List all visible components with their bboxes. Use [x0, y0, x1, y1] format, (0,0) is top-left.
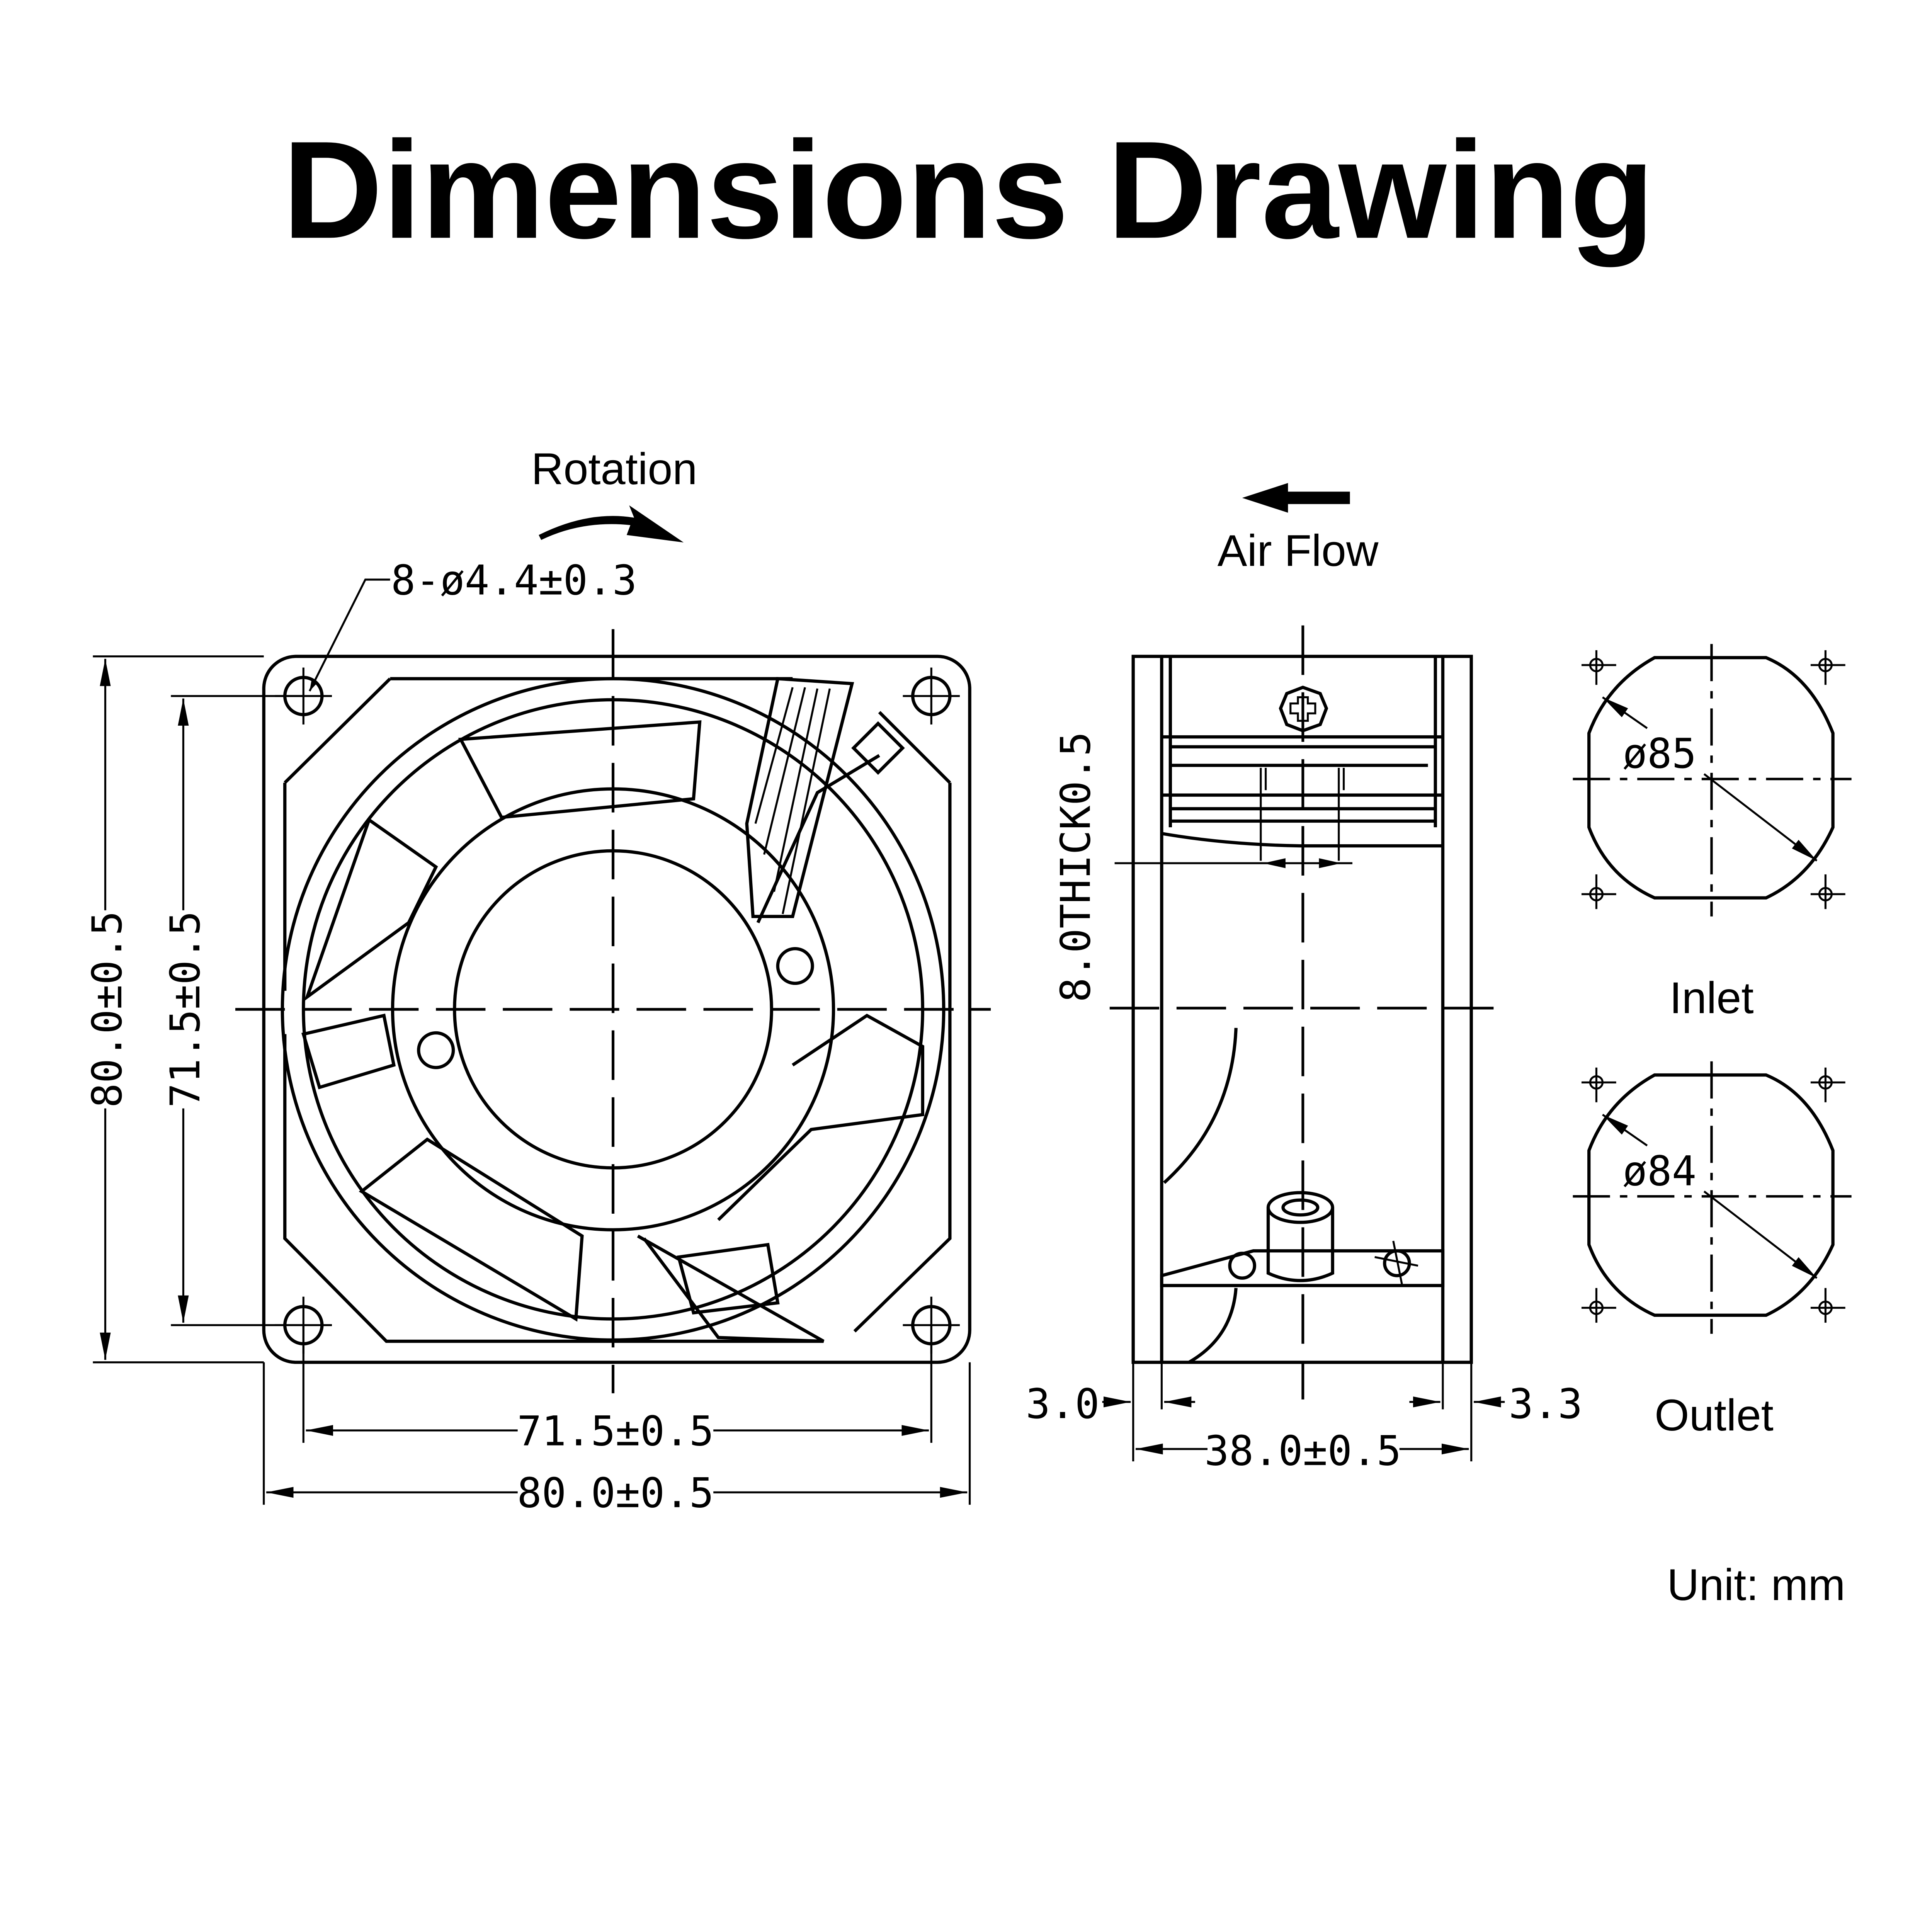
rotation-arrow-icon — [539, 505, 684, 543]
side-view: Air Flow 8.0THICK0.5 3.0 3.3 38.0±0.5 — [1026, 483, 1583, 1475]
outlet-view: ø84 Outlet — [1573, 1061, 1852, 1440]
bushing — [1266, 1208, 1334, 1282]
inlet-hole-marks — [1581, 650, 1845, 909]
hub-hole — [417, 1031, 455, 1069]
hole-callout: 8-ø4.4±0.3 — [391, 556, 637, 604]
front-view: Rotation 8-ø4.4±0.3 — [83, 444, 991, 1517]
cable-hatching — [754, 687, 831, 914]
page-title: Dimensions Drawing — [282, 112, 1654, 268]
width-outer-label: 80.0±0.5 — [517, 1469, 714, 1517]
cable-channel — [745, 677, 854, 918]
blade-profile — [1163, 1028, 1238, 1364]
outlet-label: Outlet — [1655, 1391, 1774, 1440]
hub-hole — [776, 947, 814, 985]
airflow-arrow-icon — [1242, 483, 1350, 513]
extension-lines — [93, 655, 304, 1364]
inlet-outline — [1587, 656, 1835, 900]
height-inner-label: 71.5±0.5 — [162, 911, 209, 1108]
airflow-label: Air Flow — [1218, 526, 1379, 576]
terminal-screw-icon — [1228, 1252, 1256, 1280]
bushing-top — [1266, 1191, 1334, 1224]
cable-strut — [637, 1235, 825, 1343]
inlet-view: ø85 Inlet — [1573, 644, 1852, 1023]
label-square — [851, 721, 905, 775]
outlet-hole-marks — [1581, 1067, 1845, 1323]
outlet-diameter: ø84 — [1622, 1147, 1696, 1195]
unit-note: Unit: mm — [1667, 1560, 1845, 1610]
hole-leader — [308, 578, 390, 692]
rotation-label: Rotation — [531, 444, 697, 494]
thickness-label: 8.0THICK0.5 — [1052, 731, 1100, 1002]
outlet-outline — [1587, 1073, 1835, 1317]
height-outer-label: 80.0±0.5 — [83, 911, 131, 1108]
right-flange-label: 3.3 — [1509, 1380, 1582, 1428]
screw-cross — [1289, 696, 1316, 722]
width-inner-label: 71.5±0.5 — [517, 1407, 714, 1455]
inlet-diameter: ø85 — [1622, 730, 1696, 777]
fan-blades — [301, 720, 924, 1322]
screw-icon — [1279, 685, 1328, 733]
left-flange-label: 3.0 — [1026, 1380, 1099, 1428]
depth-label: 38.0±0.5 — [1204, 1427, 1401, 1475]
inlet-label: Inlet — [1669, 973, 1753, 1023]
